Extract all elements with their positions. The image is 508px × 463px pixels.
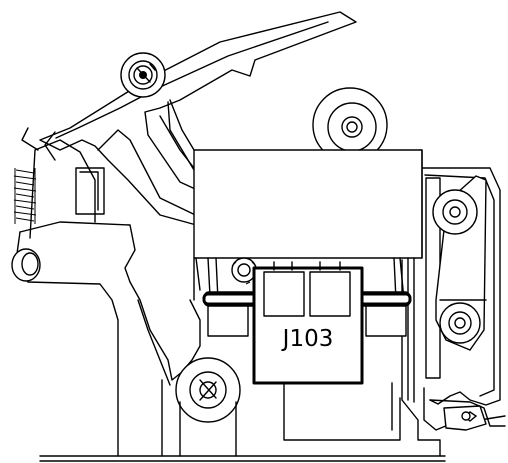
swing-arm [432,175,487,351]
lower-bracket [283,382,401,441]
center-housing [193,149,423,403]
coil-spring [13,168,37,224]
top-roller [312,87,388,163]
base-plate [39,455,446,462]
arm-pivot [120,52,166,98]
small-gear [231,257,257,285]
left-frame [14,127,201,457]
bottom-roller [175,357,241,457]
connector-j103: J103 [252,261,364,385]
left-knob [11,248,41,282]
connector-label: J103 [281,326,334,352]
